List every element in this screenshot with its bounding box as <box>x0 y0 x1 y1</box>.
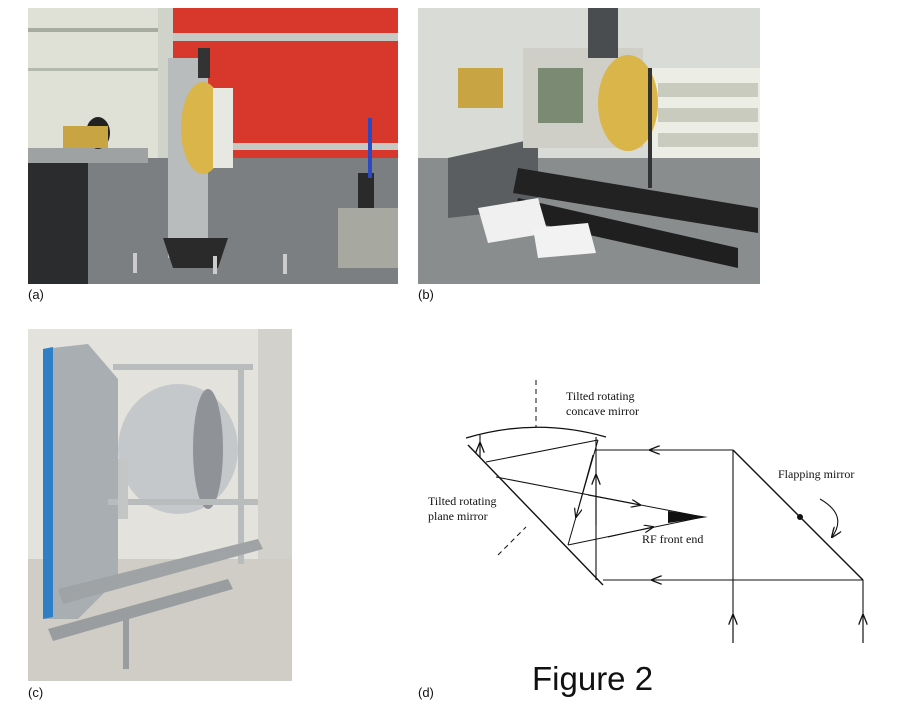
label-concave-2: concave mirror <box>566 404 639 418</box>
panel-label-a: (a) <box>28 287 44 302</box>
panel-label-b: (b) <box>418 287 434 302</box>
photo-b <box>418 8 760 284</box>
rf-front-end-horn <box>668 511 708 523</box>
photo-c <box>28 329 292 681</box>
label-flapping: Flapping mirror <box>778 467 854 481</box>
panel-label-c: (c) <box>28 685 44 700</box>
photo-a <box>28 8 398 284</box>
panel-label-d: (d) <box>418 685 434 700</box>
label-concave-1: Tilted rotating <box>566 389 635 403</box>
label-rf: RF front end <box>642 532 703 546</box>
flapping-mirror-pivot <box>797 514 803 520</box>
plane-mirror <box>467 444 604 586</box>
diagram-d: Tilted rotating concave mirror Tilted ro… <box>408 365 888 660</box>
figure-title: Figure 2 <box>532 660 654 697</box>
label-plane-2: plane mirror <box>428 509 488 523</box>
label-plane-1: Tilted rotating <box>428 494 497 508</box>
concave-mirror <box>465 426 607 439</box>
